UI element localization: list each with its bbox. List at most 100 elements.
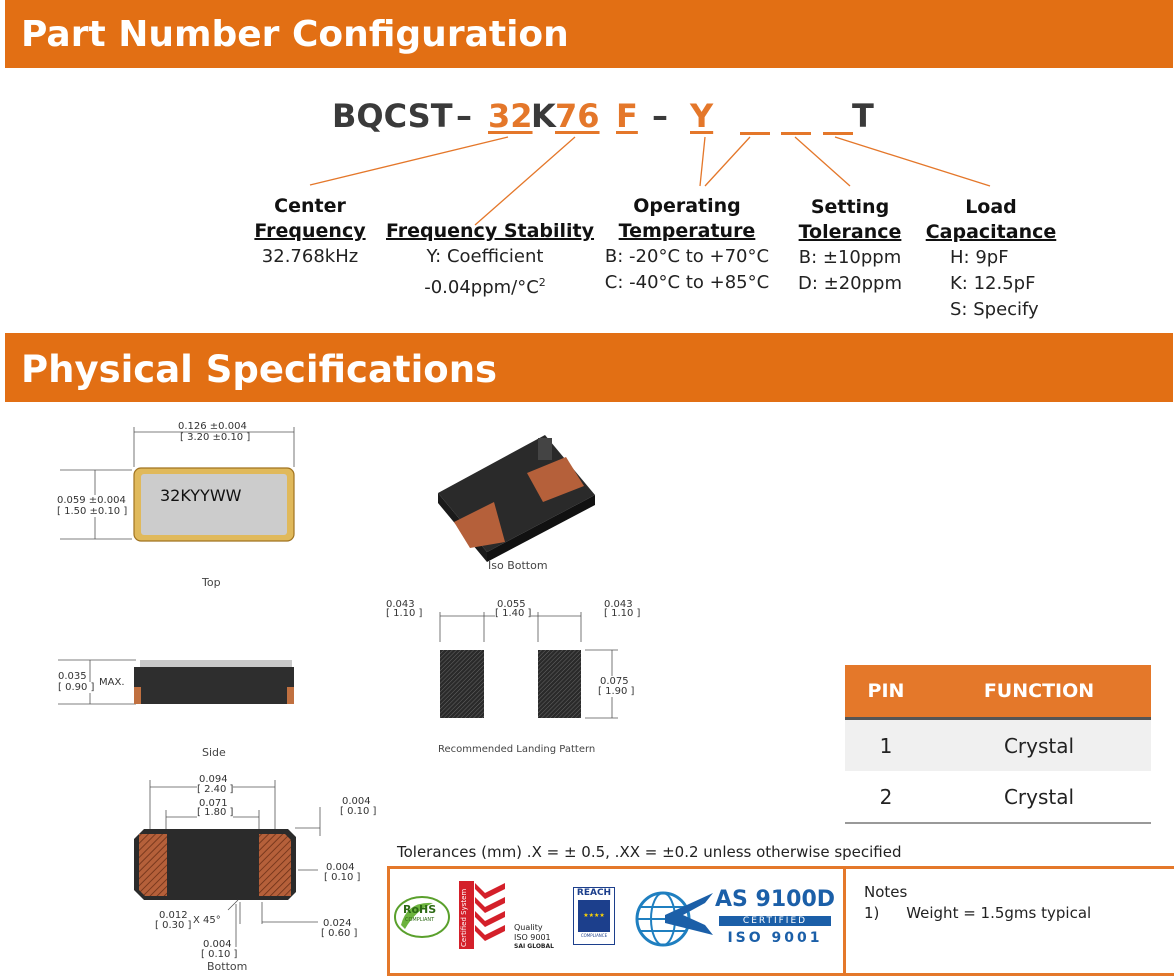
top-height-mm: [ 1.50 ±0.10 ] <box>57 506 128 517</box>
table-row: 1 Crystal <box>845 718 1151 771</box>
as9100d-iso: ISO 9001 <box>727 930 823 946</box>
setting-tolerance-title-1: Setting <box>810 196 890 218</box>
bottom-d4-in: 0.004 <box>326 862 355 873</box>
pn-blank-2 <box>781 132 811 135</box>
iso-9001-text: ISO 9001 <box>514 933 551 942</box>
center-frequency-value: 32.768kHz <box>261 246 359 267</box>
landing-gap-mm: [ 1.40 ] <box>495 608 532 619</box>
certifications-box: RoHS COMPLIANT Certified System Quality … <box>387 866 846 976</box>
bottom-d6-mm: [ 0.10 ] <box>201 949 238 960</box>
eu-stars-icon: ★★★★ <box>578 900 610 932</box>
pn-seg-y: Y <box>690 97 714 135</box>
function-cell: Crystal <box>927 771 1151 824</box>
globe-plane-icon <box>635 891 713 947</box>
physical-spec-banner: Physical Specifications <box>5 333 1173 402</box>
load-capacitance-value-1: H: 9pF <box>950 247 1009 268</box>
as9100d-certified: CERTIFIED <box>719 916 831 926</box>
setting-tolerance-value-2: D: ±20ppm <box>797 273 903 294</box>
header-function: FUNCTION <box>927 665 1151 720</box>
frequency-stability-value-2: -0.04ppm/°C2 <box>386 270 584 301</box>
table-header-row: PIN FUNCTION <box>845 665 1151 720</box>
pin-function-table: PIN FUNCTION 1 Crystal 2 Crystal <box>845 665 1151 824</box>
rohs-sub: COMPLIANT <box>405 917 435 923</box>
notes-box: Notes 1) Weight = 1.5gms typical <box>843 866 1174 976</box>
reach-text: REACH <box>576 888 612 898</box>
bottom-d2-mm: [ 1.80 ] <box>197 807 234 818</box>
header-pin: PIN <box>845 665 927 720</box>
notes-item-number: 1) <box>864 904 880 922</box>
physical-spec-title: Physical Specifications <box>21 348 498 391</box>
rohs-logo: RoHS COMPLIANT <box>393 895 451 939</box>
pn-seg-76: 76 <box>555 97 600 135</box>
operating-temperature-title-1: Operating <box>633 195 741 217</box>
quality-text: Quality <box>514 923 543 932</box>
notes-item: 1) Weight = 1.5gms typical <box>864 904 1091 922</box>
mechanical-drawings <box>58 427 618 947</box>
frequency-stability-block: Frequency Stability Y: Coefficient -0.04… <box>386 219 595 301</box>
bottom-d1-in: 0.094 <box>199 774 228 785</box>
setting-tolerance-block: Setting Tolerance B: ±10ppm D: ±20ppm <box>792 195 908 297</box>
center-frequency-title-1: Center <box>274 195 346 217</box>
top-view <box>60 427 295 542</box>
function-cell: Crystal <box>927 718 1151 771</box>
operating-temperature-value-2: C: -40°C to +85°C <box>604 272 770 293</box>
frequency-stability-title: Frequency Stability <box>386 220 595 242</box>
tolerances-text: Tolerances (mm) .X = ± 0.5, .XX = ±0.2 u… <box>397 843 902 861</box>
sai-global-logo: Certified System Quality ISO 9001 SAI GL… <box>459 881 569 961</box>
side-caption: Side <box>202 746 226 759</box>
operating-temperature-block: Operating Temperature B: -20°C to +70°C … <box>596 194 778 296</box>
pn-seg-32: 32 <box>488 97 533 135</box>
landing-pad-in: 0.043 <box>386 599 415 610</box>
pn-blank-1 <box>740 132 770 135</box>
landing-pad-mm: [ 1.10 ] <box>386 608 423 619</box>
pn-dash-1: – <box>456 97 472 135</box>
pn-seg-k: K <box>531 97 556 135</box>
pin-cell: 2 <box>845 771 927 824</box>
bottom-chamfer-in: 0.012 <box>159 910 188 921</box>
pn-dash-2: – <box>652 97 668 135</box>
pn-blank-3 <box>823 132 853 135</box>
notes-title: Notes <box>864 883 908 901</box>
bottom-caption: Bottom <box>207 960 248 973</box>
landing-caption: Recommended Landing Pattern <box>438 744 596 755</box>
bottom-chamfer-mm: [ 0.30 ] <box>155 920 192 931</box>
operating-temperature-title-2: Temperature <box>618 220 756 242</box>
pin-cell: 1 <box>845 718 927 771</box>
bottom-d4-mm: [ 0.10 ] <box>324 872 361 883</box>
side-dim-mm: [ 0.90 ] <box>58 682 95 693</box>
leader-lines <box>309 136 991 226</box>
load-capacitance-value-3: S: Specify <box>950 299 1039 320</box>
checkmarks-icon <box>475 883 505 941</box>
bottom-chamfer-angle: X 45° <box>193 915 221 926</box>
setting-tolerance-value-1: B: ±10ppm <box>798 247 902 268</box>
as9100d-title: AS 9100D <box>715 887 836 912</box>
pn-prefix: BQCST <box>332 97 453 135</box>
landing-height-mm: [ 1.90 ] <box>598 686 635 697</box>
setting-tolerance-title-2: Tolerance <box>798 221 902 243</box>
bottom-d3-in: 0.004 <box>342 796 371 807</box>
side-dim-in: 0.035 <box>58 671 87 682</box>
bottom-d2-in: 0.071 <box>199 798 228 809</box>
rohs-leaf-icon <box>394 896 450 938</box>
iso-caption: Iso Bottom <box>488 559 548 572</box>
top-height-in: 0.059 ±0.004 <box>57 495 126 506</box>
landing-gap-in: 0.055 <box>497 599 526 610</box>
landing-height-in: 0.075 <box>600 676 629 687</box>
side-view <box>58 659 294 705</box>
reach-logo: REACH ★★★★ COMPLIANCE <box>573 887 615 945</box>
top-marking: 32KYYWW <box>160 486 242 505</box>
table-row: 2 Crystal <box>845 771 1151 824</box>
sai-global-text: SAI GLOBAL <box>514 943 554 950</box>
bottom-d5-in: 0.024 <box>323 918 352 929</box>
top-width-mm: [ 3.20 ±0.10 ] <box>180 432 251 443</box>
bottom-d6-in: 0.004 <box>203 939 232 950</box>
bottom-view <box>134 780 321 947</box>
top-width-in: 0.126 ±0.004 <box>178 421 247 432</box>
landing-pad2-in: 0.043 <box>604 599 633 610</box>
landing-pattern <box>439 612 618 719</box>
pn-suffix: T <box>852 97 874 135</box>
load-capacitance-title-2: Capacitance <box>925 221 1057 243</box>
bottom-d1-mm: [ 2.40 ] <box>197 784 234 795</box>
bottom-d5-mm: [ 0.60 ] <box>321 928 358 939</box>
frequency-stability-sup: 2 <box>538 276 546 289</box>
